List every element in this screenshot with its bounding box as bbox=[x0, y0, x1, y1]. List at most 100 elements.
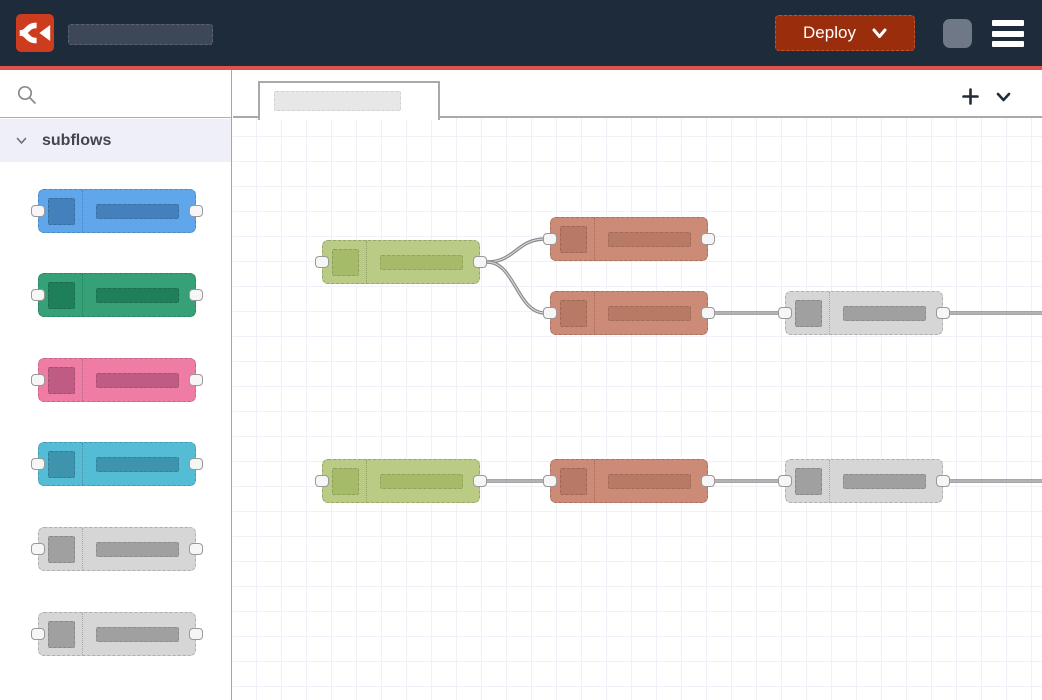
node-divider bbox=[82, 190, 83, 232]
flow-node-green-2[interactable] bbox=[315, 459, 487, 503]
search-icon bbox=[17, 85, 36, 104]
node-output-port[interactable] bbox=[189, 374, 203, 386]
node-label-placeholder bbox=[96, 373, 179, 388]
node-input-port[interactable] bbox=[31, 543, 45, 555]
node-label-placeholder bbox=[608, 474, 691, 489]
flow-tab-label-placeholder bbox=[274, 91, 401, 111]
palette-node-green[interactable] bbox=[31, 273, 203, 317]
node-divider bbox=[82, 528, 83, 570]
palette-category-subflows[interactable]: subflows bbox=[0, 119, 231, 162]
node-label-placeholder bbox=[96, 204, 179, 219]
node-output-port[interactable] bbox=[189, 205, 203, 217]
node-input-port[interactable] bbox=[315, 475, 329, 487]
node-divider bbox=[366, 460, 367, 502]
chevron-down-icon bbox=[16, 137, 27, 144]
palette-node-pink[interactable] bbox=[31, 358, 203, 402]
node-icon bbox=[560, 300, 587, 327]
node-label-placeholder bbox=[608, 232, 691, 247]
node-input-port[interactable] bbox=[778, 307, 792, 319]
flow-canvas[interactable] bbox=[233, 70, 1042, 700]
node-divider bbox=[82, 443, 83, 485]
node-output-port[interactable] bbox=[701, 307, 715, 319]
node-output-port[interactable] bbox=[473, 256, 487, 268]
node-divider bbox=[366, 241, 367, 283]
node-icon bbox=[48, 198, 75, 225]
node-icon bbox=[48, 536, 75, 563]
node-input-port[interactable] bbox=[778, 475, 792, 487]
palette-node-blue[interactable] bbox=[31, 189, 203, 233]
hamburger-menu-icon[interactable] bbox=[992, 20, 1024, 47]
node-label-placeholder bbox=[96, 288, 179, 303]
node-red-logo bbox=[16, 14, 54, 52]
app-title-placeholder bbox=[68, 24, 213, 45]
node-label-placeholder bbox=[843, 306, 926, 321]
flow-node-green-1[interactable] bbox=[315, 240, 487, 284]
node-label-placeholder bbox=[96, 627, 179, 642]
palette-node-gray-1[interactable] bbox=[31, 527, 203, 571]
node-icon bbox=[560, 226, 587, 253]
header-accent-line bbox=[0, 66, 1042, 70]
node-icon bbox=[560, 468, 587, 495]
palette-node-cyan[interactable] bbox=[31, 442, 203, 486]
user-avatar[interactable] bbox=[943, 19, 972, 48]
flow-node-gray-1[interactable] bbox=[778, 291, 950, 335]
node-icon bbox=[795, 300, 822, 327]
node-output-port[interactable] bbox=[936, 475, 950, 487]
flow-node-salmon-3[interactable] bbox=[543, 459, 715, 503]
palette-category-label: subflows bbox=[42, 131, 112, 149]
node-output-port[interactable] bbox=[189, 628, 203, 640]
palette-sidebar: subflows bbox=[0, 70, 232, 700]
node-divider bbox=[829, 460, 830, 502]
node-divider bbox=[82, 274, 83, 316]
node-output-port[interactable] bbox=[189, 289, 203, 301]
flow-tab[interactable] bbox=[258, 81, 440, 120]
node-output-port[interactable] bbox=[936, 307, 950, 319]
node-divider bbox=[82, 613, 83, 655]
node-input-port[interactable] bbox=[31, 628, 45, 640]
node-icon bbox=[795, 468, 822, 495]
node-input-port[interactable] bbox=[543, 307, 557, 319]
node-icon bbox=[332, 468, 359, 495]
node-divider bbox=[594, 218, 595, 260]
node-divider bbox=[82, 359, 83, 401]
node-output-port[interactable] bbox=[701, 475, 715, 487]
palette-search-input[interactable] bbox=[0, 70, 231, 118]
node-output-port[interactable] bbox=[189, 543, 203, 555]
node-input-port[interactable] bbox=[543, 233, 557, 245]
flow-node-salmon-2[interactable] bbox=[543, 291, 715, 335]
node-divider bbox=[594, 292, 595, 334]
node-output-port[interactable] bbox=[701, 233, 715, 245]
node-label-placeholder bbox=[96, 542, 179, 557]
canvas-grid[interactable] bbox=[233, 118, 1042, 700]
node-input-port[interactable] bbox=[315, 256, 329, 268]
node-output-port[interactable] bbox=[473, 475, 487, 487]
node-icon bbox=[48, 621, 75, 648]
header-bar: Deploy bbox=[0, 0, 1042, 66]
deploy-button[interactable]: Deploy bbox=[775, 15, 915, 51]
add-flow-icon[interactable] bbox=[962, 88, 979, 105]
chevron-down-icon bbox=[872, 28, 887, 38]
canvas-toolbar bbox=[233, 70, 1042, 120]
node-input-port[interactable] bbox=[31, 374, 45, 386]
node-input-port[interactable] bbox=[543, 475, 557, 487]
node-label-placeholder bbox=[608, 306, 691, 321]
node-icon bbox=[48, 451, 75, 478]
node-input-port[interactable] bbox=[31, 205, 45, 217]
node-output-port[interactable] bbox=[189, 458, 203, 470]
node-label-placeholder bbox=[380, 474, 463, 489]
node-label-placeholder bbox=[380, 255, 463, 270]
node-red-logo-icon bbox=[19, 22, 51, 44]
flow-node-gray-2[interactable] bbox=[778, 459, 950, 503]
node-label-placeholder bbox=[843, 474, 926, 489]
flow-node-layer bbox=[233, 70, 1042, 700]
flow-list-chevron-icon[interactable] bbox=[995, 88, 1012, 105]
flow-node-salmon-1[interactable] bbox=[543, 217, 715, 261]
node-divider bbox=[594, 460, 595, 502]
node-input-port[interactable] bbox=[31, 289, 45, 301]
node-icon bbox=[48, 282, 75, 309]
palette-node-gray-2[interactable] bbox=[31, 612, 203, 656]
node-divider bbox=[829, 292, 830, 334]
node-icon bbox=[332, 249, 359, 276]
node-input-port[interactable] bbox=[31, 458, 45, 470]
palette-node-list bbox=[0, 70, 231, 700]
